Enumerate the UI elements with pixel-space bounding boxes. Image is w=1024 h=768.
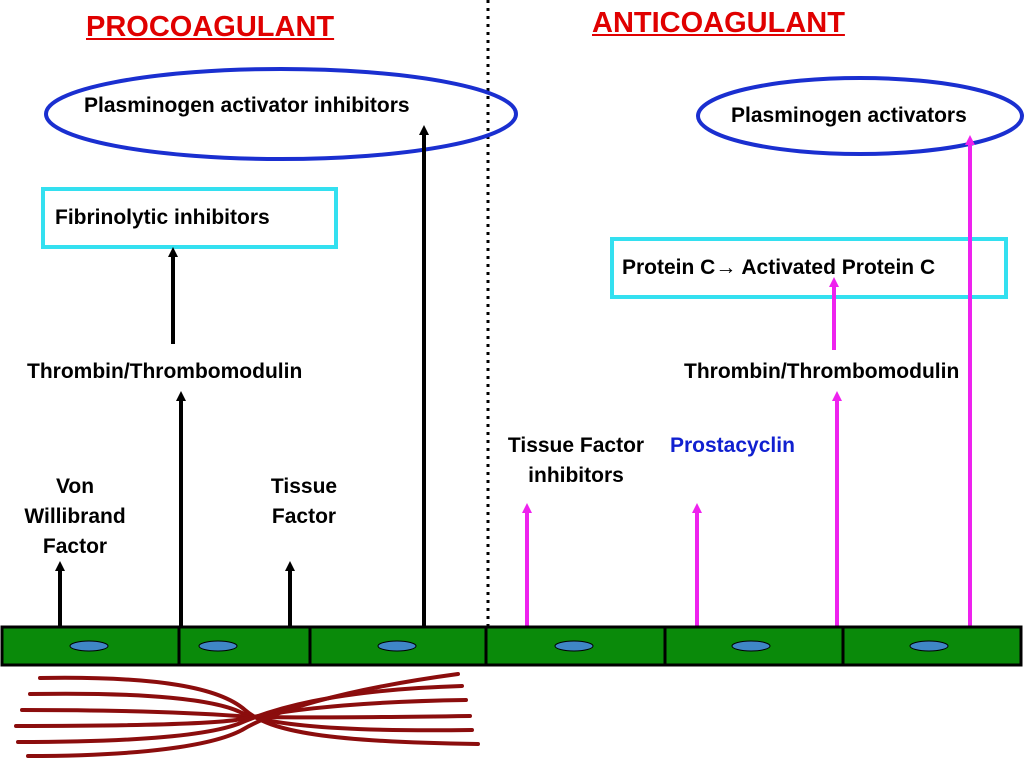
thrombin-thrombomodulin-anticoagulant-label: Thrombin/Thrombomodulin: [684, 360, 960, 383]
von-willibrand-line-2: Willibrand: [24, 505, 126, 528]
endothelial-cell-layer: [0, 625, 1023, 667]
cell-nucleus: [909, 640, 949, 652]
anticoagulant-heading: ANTICOAGULANT: [592, 7, 845, 39]
thrombin-thrombomodulin-procoagulant-label: Thrombin/Thrombomodulin: [27, 360, 303, 383]
procoagulant-heading: PROCOAGULANT: [86, 11, 335, 43]
tissue-factor-inhibitors-line-2: inhibitors: [528, 464, 624, 487]
tissue-factor-inhibitors-label: Tissue Factor inhibitors: [490, 431, 662, 491]
tissue-factor-line-1: Tissue: [270, 475, 338, 498]
cell-nucleus: [198, 640, 238, 652]
protein-c-box: [610, 237, 1008, 299]
plasminogen-activators-label: Plasminogen activators: [731, 104, 967, 127]
protein-c-label: Protein C→ Activated Protein C: [622, 256, 936, 279]
plasminogen-activator-inhibitors-label: Plasminogen activator inhibitors: [84, 94, 410, 117]
cell-nucleus: [554, 640, 594, 652]
tissue-factor-label: Tissue Factor: [249, 472, 359, 532]
plasminogen-activator-inhibitors-ellipse: [44, 67, 518, 161]
von-willibrand-factor-label: Von Willibrand Factor: [10, 472, 140, 562]
von-willibrand-line-3: Factor: [42, 535, 108, 558]
cell-nucleus: [377, 640, 417, 652]
fibrinolytic-inhibitors-box: [41, 187, 338, 249]
collagen-fibers: [14, 672, 480, 758]
fibrinolytic-inhibitors-label: Fibrinolytic inhibitors: [55, 206, 270, 229]
cell-nucleus: [69, 640, 109, 652]
tissue-factor-line-2: Factor: [271, 505, 337, 528]
prostacyclin-label: Prostacyclin: [670, 434, 795, 457]
cell-nucleus: [731, 640, 771, 652]
plasminogen-activators-ellipse: [696, 76, 1024, 156]
von-willibrand-line-1: Von: [55, 475, 95, 498]
tissue-factor-inhibitors-line-1: Tissue Factor: [507, 434, 645, 457]
